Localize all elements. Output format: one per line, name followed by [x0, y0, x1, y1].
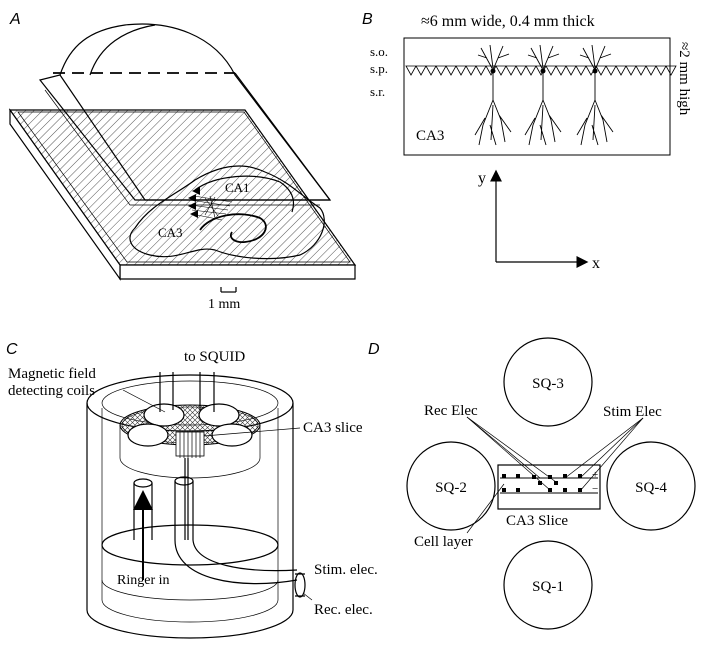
panel-a: A: [8, 11, 357, 312]
squid-sensor-2: SQ-2: [406, 441, 496, 531]
dendrite: [524, 99, 562, 146]
electrode-tube: [174, 458, 306, 598]
pyramidal-neuron: [474, 44, 512, 146]
panel-d-letter: D: [368, 341, 380, 358]
stim-elec-label: Stim Elec: [603, 404, 662, 420]
ringer-label: Ringer in: [117, 573, 170, 588]
sq1-label: SQ-1: [532, 579, 564, 595]
coils-label-line1: Magnetic field: [8, 366, 96, 382]
ca3-label: CA3: [158, 225, 183, 240]
panel-a-letter: A: [9, 11, 21, 28]
scale-bar: 1 mm: [208, 287, 240, 312]
x-axis-label: x: [592, 255, 600, 272]
pyramidal-neuron: [524, 44, 562, 146]
sq4-label: SQ-4: [635, 480, 667, 496]
width-label: ≈6 mm wide, 0.4 mm thick: [421, 13, 595, 30]
cutting-sheet: [38, 23, 332, 206]
slice-structure: [188, 175, 295, 244]
layer-so: s.o.: [370, 44, 388, 59]
ca1-label: CA1: [225, 180, 250, 195]
scale-label: 1 mm: [208, 297, 240, 312]
ringer-tube: [133, 478, 153, 580]
base-plate: [8, 108, 357, 281]
panel-c: C: [6, 341, 378, 639]
slice-box: [403, 37, 671, 156]
sq2-label: SQ-2: [435, 480, 467, 496]
panel-c-letter: C: [6, 341, 18, 358]
squid-sensor-3: SQ-3: [503, 337, 593, 427]
minus-sign: −: [592, 483, 598, 495]
detecting-coils: [127, 372, 253, 447]
rec-elec-label: Rec Elec: [424, 403, 478, 419]
layer-sp: s.p.: [370, 61, 388, 76]
soma: [540, 68, 546, 74]
y-axis-label: y: [478, 170, 486, 187]
plus-sign: +: [592, 469, 598, 481]
squid-sensor-1: SQ-1: [503, 540, 593, 630]
ca3-slice-label: CA3 Slice: [506, 513, 568, 529]
dendrite: [527, 44, 560, 71]
cell-layer-label: Cell layer: [414, 534, 473, 550]
soma: [490, 68, 496, 74]
stim-elec-label: Stim. elec.: [314, 562, 378, 578]
pyramidal-neuron: [576, 44, 614, 146]
axes: y x: [478, 169, 600, 272]
lower-chamber: [101, 524, 279, 601]
slice-label: CA3 slice: [303, 420, 363, 436]
sq3-label: SQ-3: [532, 376, 564, 392]
layer-sr: s.r.: [370, 84, 385, 99]
soma: [592, 68, 598, 74]
slice-outline: [129, 165, 325, 260]
pointer-lines: [466, 416, 644, 534]
panel-b: B ≈6 mm wide, 0.4 mm thick s.o. s.p. s.r…: [362, 11, 692, 272]
rec-elec-label: Rec. elec.: [314, 602, 373, 618]
squid-sensor-4: SQ-4: [606, 441, 696, 531]
ca3-region-label: CA3: [416, 128, 444, 144]
height-label: ≈2 mm high: [676, 42, 692, 116]
coils-label-line2: detecting coils: [8, 383, 95, 399]
dendrite: [579, 44, 612, 71]
dendrite: [576, 99, 614, 146]
squid-label: to SQUID: [184, 349, 245, 365]
dendrite: [474, 99, 512, 146]
neuron-drawings: [474, 44, 614, 146]
ca3-slice-box: + −: [497, 464, 601, 510]
dendrite: [477, 44, 510, 71]
panel-b-letter: B: [362, 11, 373, 28]
ca3-slice-sample: [175, 431, 205, 458]
panel-d: D SQ-3 SQ-2 SQ-4 SQ-1: [368, 337, 696, 630]
